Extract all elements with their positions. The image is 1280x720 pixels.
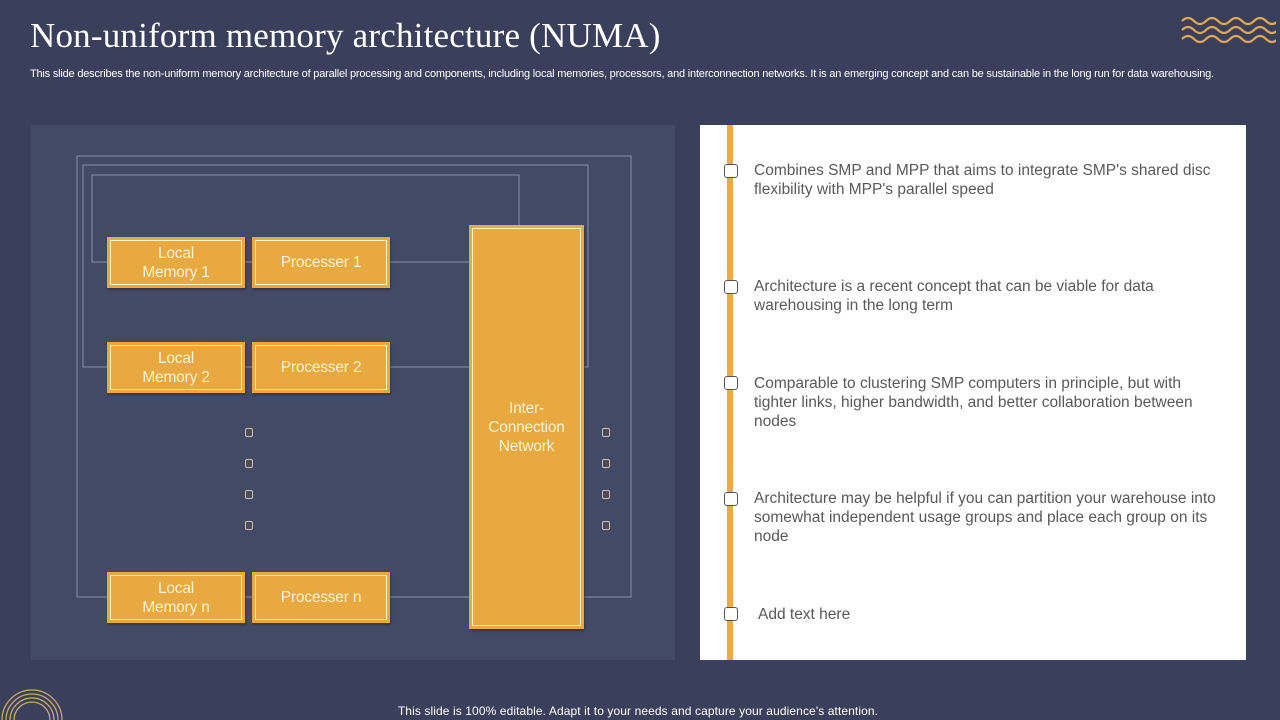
- ellipsis-dot-right: [602, 459, 610, 468]
- key-point-5[interactable]: Add text here: [758, 606, 851, 623]
- footer-note: This slide is 100% editable. Adapt it to…: [397, 704, 879, 718]
- ellipsis-dot-left: [245, 428, 253, 437]
- ellipsis-dot-left: [245, 490, 253, 499]
- ellipsis-dot-right: [602, 428, 610, 437]
- concentric-rings-decoration-icon: [1, 689, 63, 720]
- key-point-3: Comparable to clustering SMP computers i…: [754, 375, 1193, 430]
- wave-decoration-icon: [1181, 16, 1276, 44]
- key-points-panel: [700, 125, 1246, 660]
- processor-1-box[interactable]: Processer 1: [252, 237, 390, 288]
- ellipsis-dot-left: [245, 521, 253, 530]
- processor-2-box[interactable]: Processer 2: [252, 342, 390, 393]
- ellipsis-dot-left: [245, 459, 253, 468]
- ellipsis-dot-right: [602, 521, 610, 530]
- key-point-2: Architecture is a recent concept that ca…: [754, 278, 1154, 314]
- slide-title: Non-uniform memory architecture (NUMA): [30, 16, 661, 55]
- bullet-checkbox-icon: [724, 607, 738, 621]
- timeline-bar: [727, 125, 733, 660]
- processor-n-box[interactable]: Processer n: [252, 572, 390, 623]
- bullet-checkbox-icon: [724, 376, 738, 390]
- ellipsis-dot-right: [602, 490, 610, 499]
- key-point-4: Architecture may be helpful if you can p…: [754, 490, 1216, 545]
- key-point-1: Combines SMP and MPP that aims to integr…: [754, 162, 1211, 198]
- bullet-checkbox-icon: [724, 280, 738, 294]
- bullet-checkbox-icon: [724, 492, 738, 506]
- slide-description: This slide describes the non-uniform mem…: [30, 68, 1214, 80]
- bullet-checkbox-icon: [724, 164, 738, 178]
